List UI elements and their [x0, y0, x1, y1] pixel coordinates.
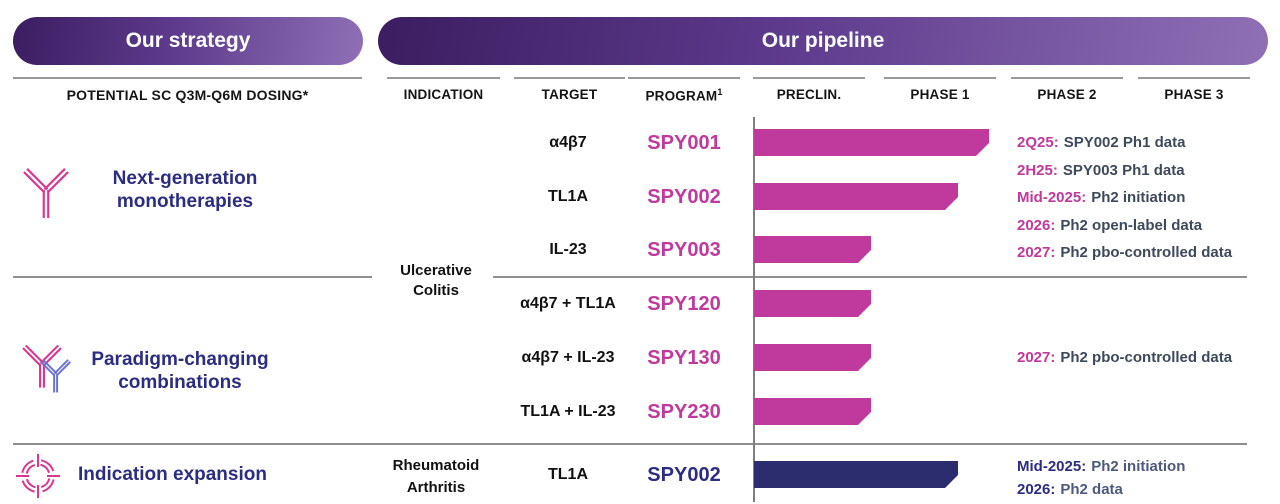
column-header-indication: INDICATION [387, 77, 500, 102]
milestone: 2027:Ph2 pbo-controlled data [1017, 344, 1232, 372]
section-label-indication-expansion: Indication expansion [78, 464, 267, 485]
target-reticle-icon [14, 452, 62, 504]
milestone-text: SPY002 Ph1 data [1063, 134, 1186, 152]
strategy-header-title: Our strategy [125, 29, 251, 52]
milestone-date: 2Q25: [1017, 134, 1059, 152]
pipeline-row-spy002-ra: TL1A SPY002 [0, 448, 1280, 502]
pipeline-row-spy003: IL-23 SPY003 [0, 223, 1280, 277]
milestones-combinations: 2027:Ph2 pbo-controlled data [1017, 344, 1232, 372]
milestone-text: SPY003 Ph1 data [1062, 161, 1185, 179]
progress-bar [754, 236, 871, 263]
section-label-line: monotherapies [116, 191, 254, 212]
milestone-text: Ph2 pbo-controlled data [1060, 244, 1233, 262]
milestone-date: Mid-2025: [1017, 189, 1087, 207]
progress-bar [754, 398, 871, 425]
program-label: SPY230 [647, 400, 721, 423]
column-header-phase2: PHASE 2 [1011, 77, 1123, 102]
section-divider [493, 276, 1247, 278]
pipeline-row-spy001: α4β7 SPY001 [0, 116, 1280, 170]
pipeline-row-spy002: TL1A SPY002 [0, 170, 1280, 224]
milestone: 2H25:SPY003 Ph1 data [1017, 157, 1232, 185]
target-label: α4β7 + IL-23 [521, 349, 615, 366]
target-label: α4β7 + TL1A [520, 295, 616, 312]
milestone-date: 2027: [1017, 244, 1056, 262]
antibody-pair-icon [20, 337, 74, 402]
strategy-header-pill: Our strategy [13, 17, 363, 65]
progress-bar [754, 461, 958, 488]
indication-line: Colitis [413, 282, 459, 299]
indication-line: Arthritis [406, 479, 466, 496]
pipeline-header-title: Our pipeline [761, 29, 885, 52]
section-label-monotherapies: Next-generation monotherapies [70, 167, 300, 213]
indication-line: Ulcerative [400, 262, 472, 279]
milestone: 2026:Ph2 open-label data [1017, 212, 1232, 240]
milestones-indication-expansion: Mid-2025:Ph2 initiation 2026:Ph2 data [1017, 455, 1185, 501]
milestone-text: Ph2 open-label data [1060, 216, 1203, 234]
milestone: Mid-2025:Ph2 initiation [1017, 184, 1232, 212]
target-label: TL1A [548, 188, 588, 205]
column-header-dosing: POTENTIAL SC Q3M-Q6M DOSING* [13, 77, 362, 103]
target-label: IL-23 [549, 241, 587, 258]
milestone-text: Ph2 pbo-controlled data [1060, 349, 1233, 367]
milestone-date: 2H25: [1017, 161, 1058, 179]
section-label-line: Paradigm-changing [91, 349, 269, 370]
program-label: SPY001 [647, 131, 721, 154]
milestone-date: Mid-2025: [1017, 458, 1087, 475]
program-label: SPY002 [647, 463, 721, 486]
column-header-phase3: PHASE 3 [1138, 77, 1250, 102]
milestone-date: 2026: [1017, 216, 1056, 234]
section-divider [13, 276, 372, 278]
milestones-monotherapies: 2Q25:SPY002 Ph1 data 2H25:SPY003 Ph1 dat… [1017, 129, 1232, 267]
section-label-combinations: Paradigm-changing combinations [60, 348, 300, 394]
target-label: α4β7 [549, 134, 587, 151]
section-label-line: combinations [118, 372, 242, 393]
column-header-program-label: PROGRAM [645, 88, 718, 104]
target-label: TL1A + IL-23 [520, 403, 616, 420]
column-header-program: PROGRAM1 [628, 77, 740, 104]
pipeline-row-spy130: α4β7 + IL-23 SPY130 [0, 331, 1280, 385]
milestone-text: Ph2 data [1060, 481, 1123, 498]
progress-bar [754, 183, 958, 210]
pipeline-header-pill: Our pipeline [378, 17, 1268, 65]
pipeline-row-spy120: α4β7 + TL1A SPY120 [0, 277, 1280, 331]
milestone: 2027:Ph2 pbo-controlled data [1017, 239, 1232, 267]
antibody-icon [18, 160, 74, 225]
milestone-text: Ph2 initiation [1091, 189, 1186, 207]
target-label: TL1A [548, 466, 588, 483]
milestone-text: Ph2 initiation [1091, 458, 1186, 475]
milestone: Mid-2025:Ph2 initiation [1017, 455, 1185, 478]
column-header-target: TARGET [514, 77, 625, 102]
indication-ulcerative-colitis: Ulcerative Colitis [380, 261, 492, 301]
section-label-line: Next-generation [112, 168, 258, 189]
indication-line: Rheumatoid [392, 457, 480, 474]
section-divider [13, 443, 1247, 445]
column-header-preclinical: PRECLIN. [753, 77, 865, 102]
program-footnote-superscript: 1 [717, 87, 723, 97]
progress-bar [754, 129, 989, 156]
progress-bar [754, 344, 871, 371]
program-label: SPY002 [647, 185, 721, 208]
program-label: SPY130 [647, 346, 721, 369]
column-header-phase1: PHASE 1 [884, 77, 996, 102]
program-label: SPY003 [647, 238, 721, 261]
milestone-date: 2026: [1017, 481, 1056, 498]
milestone: 2026:Ph2 data [1017, 478, 1185, 501]
progress-bar [754, 290, 871, 317]
indication-rheumatoid-arthritis: Rheumatoid Arthritis [380, 455, 492, 499]
milestone-date: 2027: [1017, 349, 1056, 367]
milestone: 2Q25:SPY002 Ph1 data [1017, 129, 1232, 157]
pipeline-row-spy230: TL1A + IL-23 SPY230 [0, 385, 1280, 439]
program-label: SPY120 [647, 292, 721, 315]
